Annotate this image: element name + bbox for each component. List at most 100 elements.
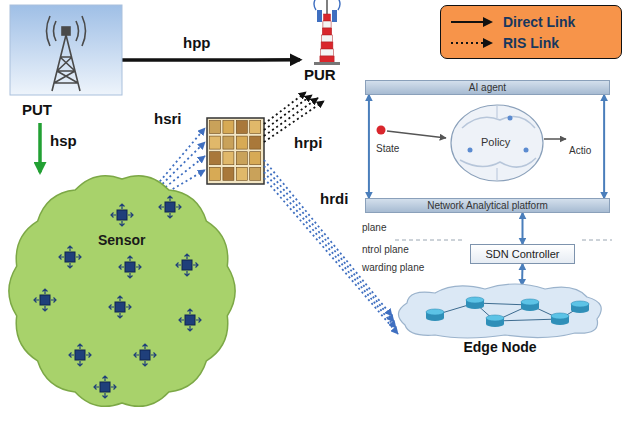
state-dot [377,126,447,139]
shape-part [321,49,334,56]
shape-part [47,16,86,46]
ris-element [210,152,221,165]
ris-pu-link [264,95,312,130]
sensor-icon [179,309,201,331]
plane-label: warding plane [362,262,424,273]
shape-part [323,21,331,28]
control-arrow [521,264,523,285]
shape-part [551,319,569,325]
policy-brain [508,116,513,121]
shape-part [324,14,331,21]
shape-part [125,262,135,272]
legend-sample [449,37,495,49]
ris-element [223,152,234,165]
shape-part [65,252,75,262]
shape-part [551,313,569,319]
shape-part [426,315,444,321]
plane-divider [395,240,612,241]
controller-box: SDN Controller [470,244,575,264]
shape-part [185,315,195,325]
legend-row: Direct Link [449,11,613,32]
policy-brain [451,105,543,181]
plane-label: ntrol plane [362,244,409,255]
shape-part [94,376,116,398]
shape-part [52,35,80,91]
sensor-icon [119,256,141,278]
sensor-icon [59,246,81,268]
ris-element [250,167,261,180]
action-arrow [544,138,566,140]
control-arrow [522,213,524,244]
shape-part [59,246,81,268]
ris-element [250,121,261,134]
action-arrow [544,139,566,140]
sensor-icon [109,296,131,318]
tower-panel [10,5,122,95]
shape-part [521,299,539,305]
data-flow-arrow [603,95,605,198]
ris-panel [207,118,264,184]
action-label: Actio [569,145,591,156]
shape-part [320,56,334,63]
shape-part [332,10,337,22]
plane-label: plane [362,222,386,233]
primary-receiver-shape [300,0,352,66]
shape-part [321,42,333,49]
tower-icon [47,16,86,91]
plane-divider [395,240,462,241]
shape-part [486,321,504,327]
ris-element [250,136,261,149]
ris-element [223,121,234,134]
ris-panel [207,118,264,184]
sensor-icon [159,196,181,218]
shape-part [426,309,444,315]
shape-part [109,296,131,318]
sensor-icon [134,344,156,366]
plane-divider [582,240,612,241]
sensor-icon [111,204,133,226]
ris-element [210,121,221,134]
shape-part [165,202,175,212]
primary-transmitter-shape [10,5,122,95]
policy-brain [468,148,473,153]
edge-node: Edge Node [395,285,605,357]
node-label: SDN Controller [475,248,570,260]
state-dot [387,131,446,138]
shape-part [140,350,150,360]
router-links [435,303,580,321]
shape-part [117,210,127,220]
shape-part [119,256,141,278]
ris-pu-link [264,92,306,124]
sensor-icon [176,254,198,276]
shape-part [317,10,322,22]
legend-arrowhead [483,17,493,27]
platform-band: Network Analytical platform [365,198,610,213]
node-label: PUT [22,101,52,118]
shape-part [486,315,504,321]
channel-label: hrdi [318,190,350,207]
ris-element [236,121,247,134]
shape-part [466,303,484,309]
ris-element [236,167,247,180]
primary-receiver: PUR [300,0,352,88]
state-label: State [376,143,399,154]
shape-part [115,302,125,312]
policy-brain [462,116,535,128]
channel-label: hrpi [292,134,324,151]
shape-part [134,344,156,366]
shape-part [322,28,331,35]
shape-part [521,305,539,311]
legend-row: RIS Link [449,32,613,53]
shape-part [314,62,340,65]
ris-element [250,152,261,165]
ris-element [236,136,247,149]
shape-part [571,301,589,307]
direct-link [38,123,42,172]
shape-part [62,27,70,35]
legend-text: Direct Link [503,14,575,30]
channel-label: hsri [152,110,184,127]
shape-part [182,260,192,270]
